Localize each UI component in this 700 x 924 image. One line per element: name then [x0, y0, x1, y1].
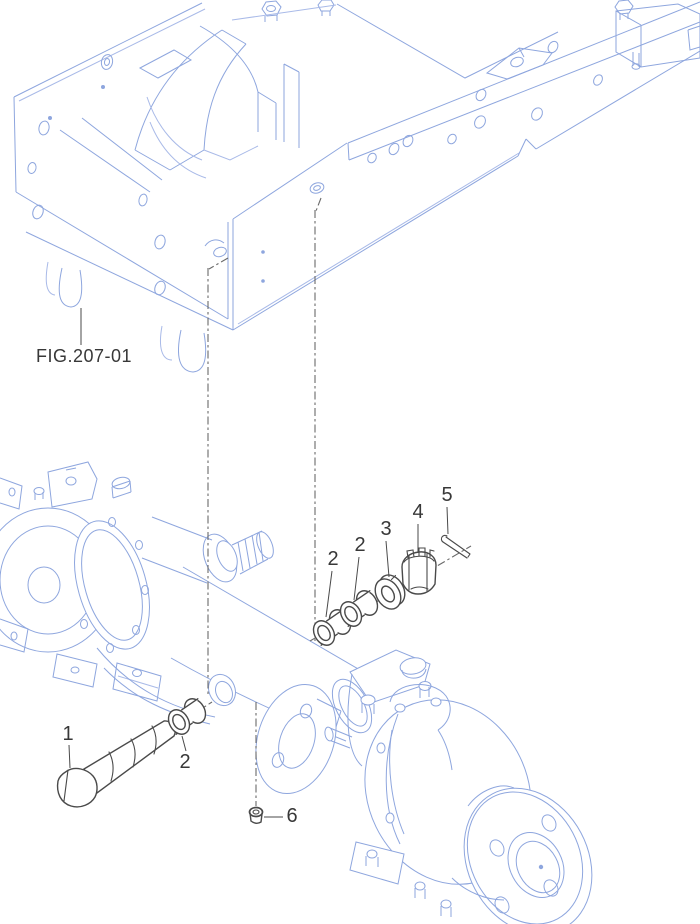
callout-part-5: 5	[441, 484, 453, 506]
trunnion-bracket	[255, 683, 337, 795]
detail-parts	[56, 534, 471, 824]
callout-part-3: 3	[380, 518, 392, 540]
part-3-washer	[374, 574, 406, 610]
pivot-boss	[208, 673, 236, 707]
part-6-plug	[248, 806, 264, 824]
centerline-kingpin-parts	[309, 545, 472, 642]
centerlines	[166, 197, 472, 806]
callout-part-2-b: 2	[354, 534, 366, 556]
part-4-castle-nut	[401, 547, 437, 595]
callout-part-1: 1	[62, 723, 74, 745]
figure-reference-label: FIG.207-01	[36, 346, 133, 366]
callout-part-2-a: 2	[327, 548, 339, 570]
splined-shaft	[256, 531, 274, 559]
frame-nut	[317, 0, 335, 16]
leader-lines	[68, 308, 449, 818]
centerline-bolt	[166, 701, 213, 732]
part-1-bolt	[56, 720, 176, 808]
part-5-cotter-pin	[440, 534, 471, 559]
callout-part-2-lower: 2	[179, 751, 191, 773]
frame-nut	[261, 0, 282, 22]
centerline-left	[207, 257, 229, 696]
callout-part-4: 4	[412, 501, 424, 523]
centerline-right	[314, 197, 322, 641]
part-2-bushing-b	[339, 590, 379, 627]
callout-part-6: 6	[286, 805, 298, 827]
tractor-frame-drawing	[13, 0, 700, 373]
part-2-bushing-lower	[167, 698, 207, 735]
front-axle-assembly-drawing	[0, 461, 593, 924]
frame-clevis-bracket	[485, 47, 553, 80]
